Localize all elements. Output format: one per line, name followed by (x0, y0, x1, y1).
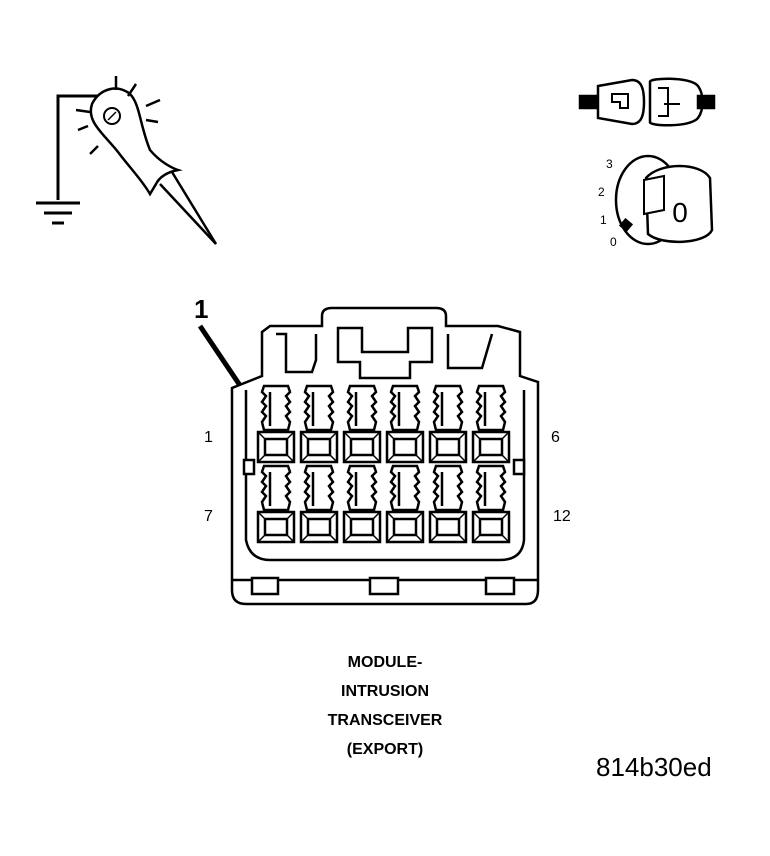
switch-pos-0: 0 (610, 235, 617, 249)
ignition-switch-icon: 3 2 1 0 0 (598, 154, 714, 249)
caption-line: MODULE- (347, 654, 423, 671)
pin-cavities (256, 384, 511, 544)
caption-line: (EXPORT) (346, 741, 424, 758)
pin-cavity-2 (299, 384, 339, 464)
pin-cavity-9 (342, 464, 382, 544)
pin-label-6: 6 (551, 429, 560, 446)
caption-line: TRANSCEIVER (327, 712, 443, 729)
pin-cavity-10 (385, 464, 425, 544)
pin-cavity-7 (256, 464, 296, 544)
caption-line: INTRUSION (341, 683, 429, 700)
callout-number: 1 (194, 294, 208, 324)
switch-pos-1: 1 (600, 213, 607, 227)
pin-cavity-8 (299, 464, 339, 544)
pin-label-12: 12 (553, 508, 571, 525)
connector-disconnect-icon (578, 77, 716, 127)
test-light-icon (36, 76, 218, 245)
pin-cavity-11 (428, 464, 468, 544)
pin-cavity-4 (385, 384, 425, 464)
pin-cavity-6 (471, 384, 511, 464)
pin-label-7: 7 (204, 508, 213, 525)
switch-pos-3: 3 (606, 157, 613, 171)
pin-cavity-1 (256, 384, 296, 464)
pin-cavity-5 (428, 384, 468, 464)
reference-code: 814b30ed (596, 752, 712, 782)
pin-label-1: 1 (204, 429, 213, 446)
key-label: 0 (672, 197, 688, 228)
pin-cavity-3 (342, 384, 382, 464)
pin-cavity-12 (471, 464, 511, 544)
connector-caption: MODULE- INTRUSION TRANSCEIVER (EXPORT) (0, 648, 770, 764)
switch-pos-2: 2 (598, 185, 605, 199)
